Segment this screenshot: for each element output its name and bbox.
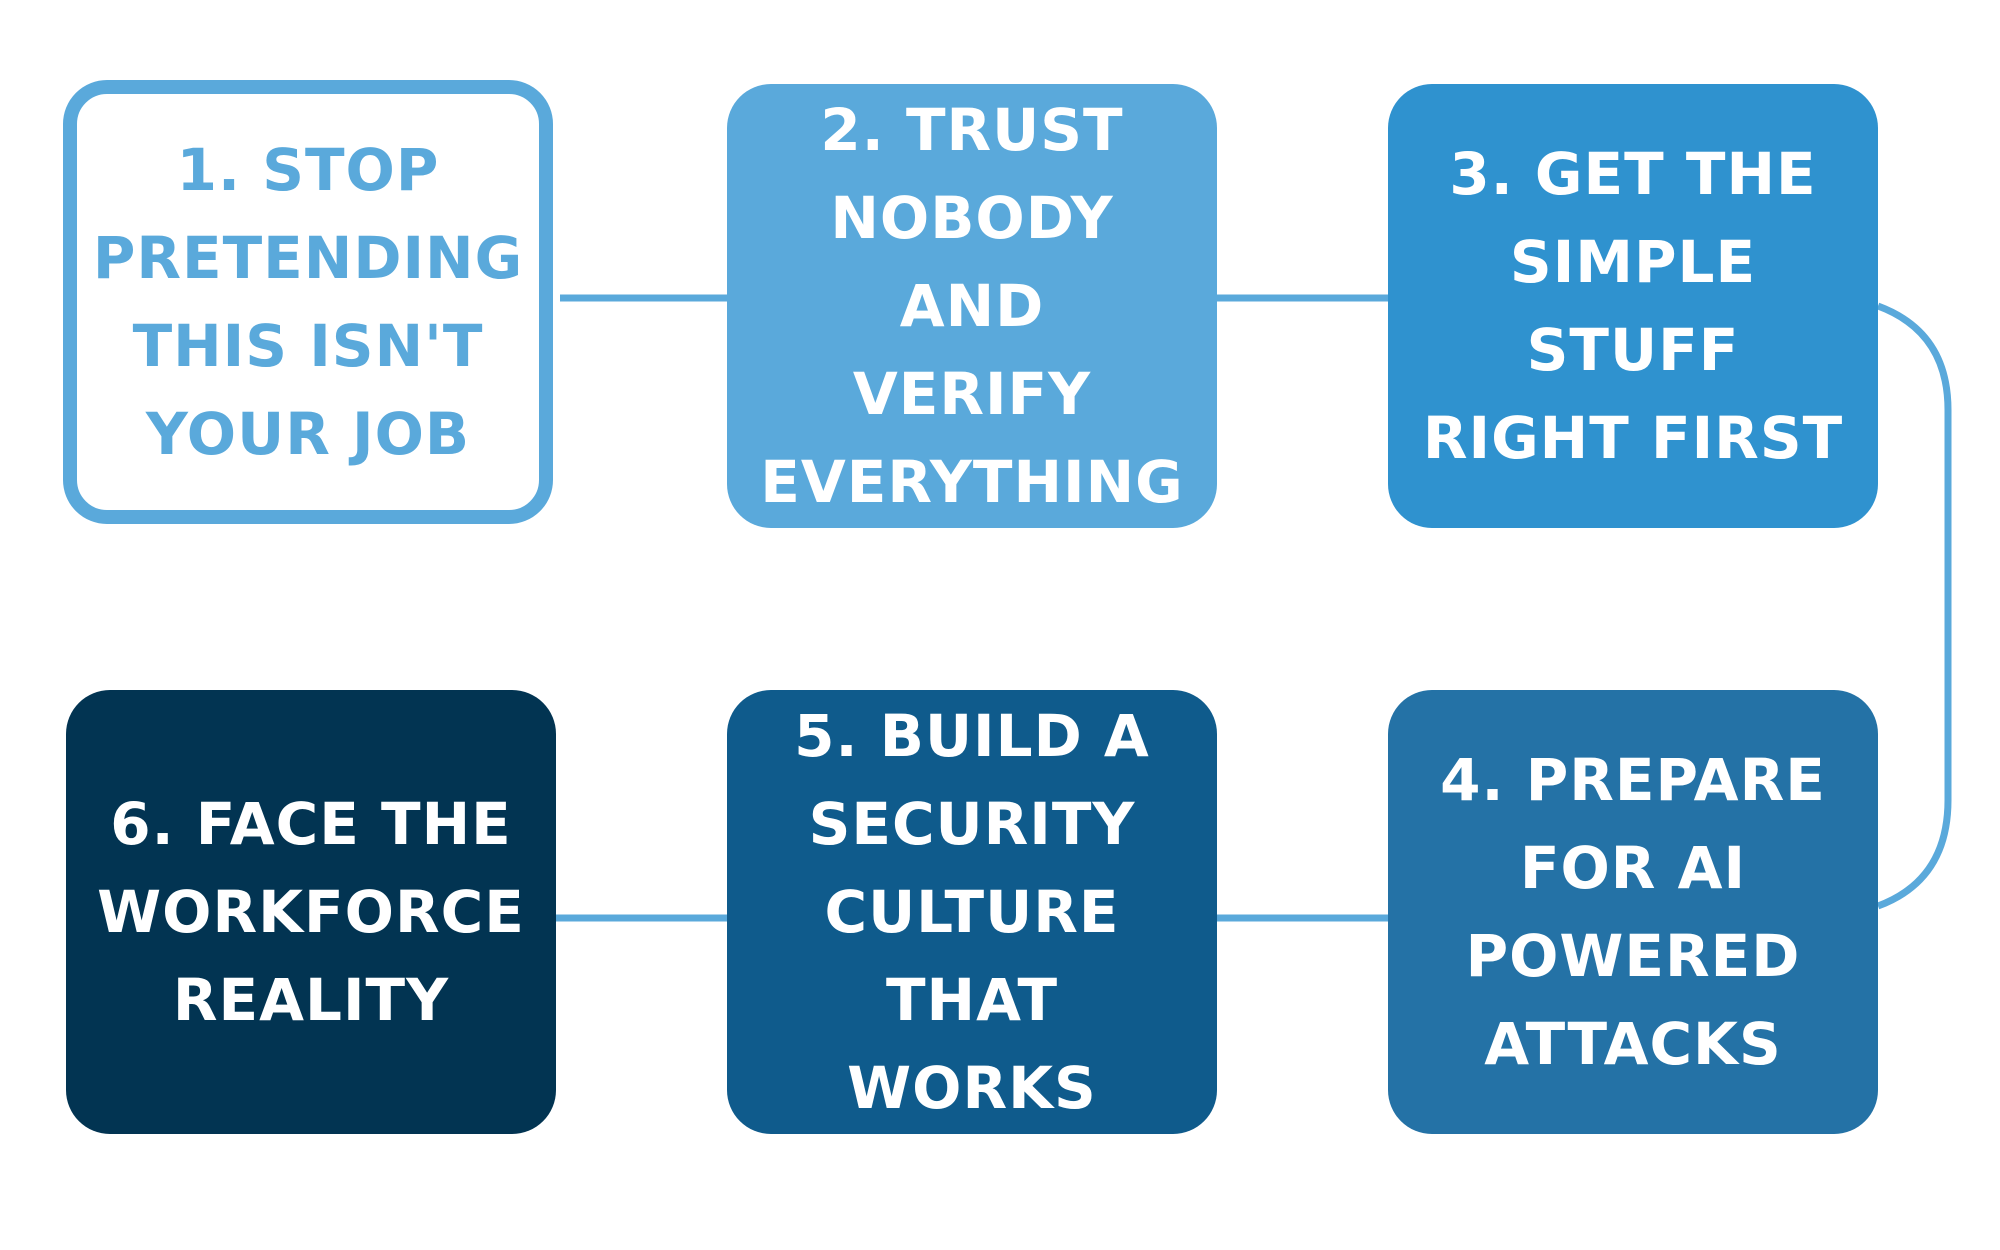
step-3-box: 3. Get the simple stuff right first bbox=[1388, 84, 1878, 528]
step-2-box: 2. Trust nobody and verify everything bbox=[727, 84, 1217, 528]
connector-3-4 bbox=[1876, 302, 1952, 910]
step-6-label: 6. Face the workforce reality bbox=[97, 789, 525, 1035]
step-4-box: 4. Prepare for AI powered attacks bbox=[1388, 690, 1878, 1134]
step-4-label: 4. Prepare for AI powered attacks bbox=[1440, 745, 1826, 1079]
step-5-box: 5. Build a security culture that works bbox=[727, 690, 1217, 1134]
step-2-label: 2. Trust nobody and verify everything bbox=[760, 95, 1184, 517]
step-6-box: 6. Face the workforce reality bbox=[66, 690, 556, 1134]
step-5-label: 5. Build a security culture that works bbox=[794, 701, 1150, 1123]
step-1-box: 1. Stop Pretending This isn't your job bbox=[63, 80, 553, 524]
step-3-label: 3. Get the simple stuff right first bbox=[1422, 139, 1844, 473]
step-1-label: 1. Stop Pretending This isn't your job bbox=[92, 135, 524, 469]
